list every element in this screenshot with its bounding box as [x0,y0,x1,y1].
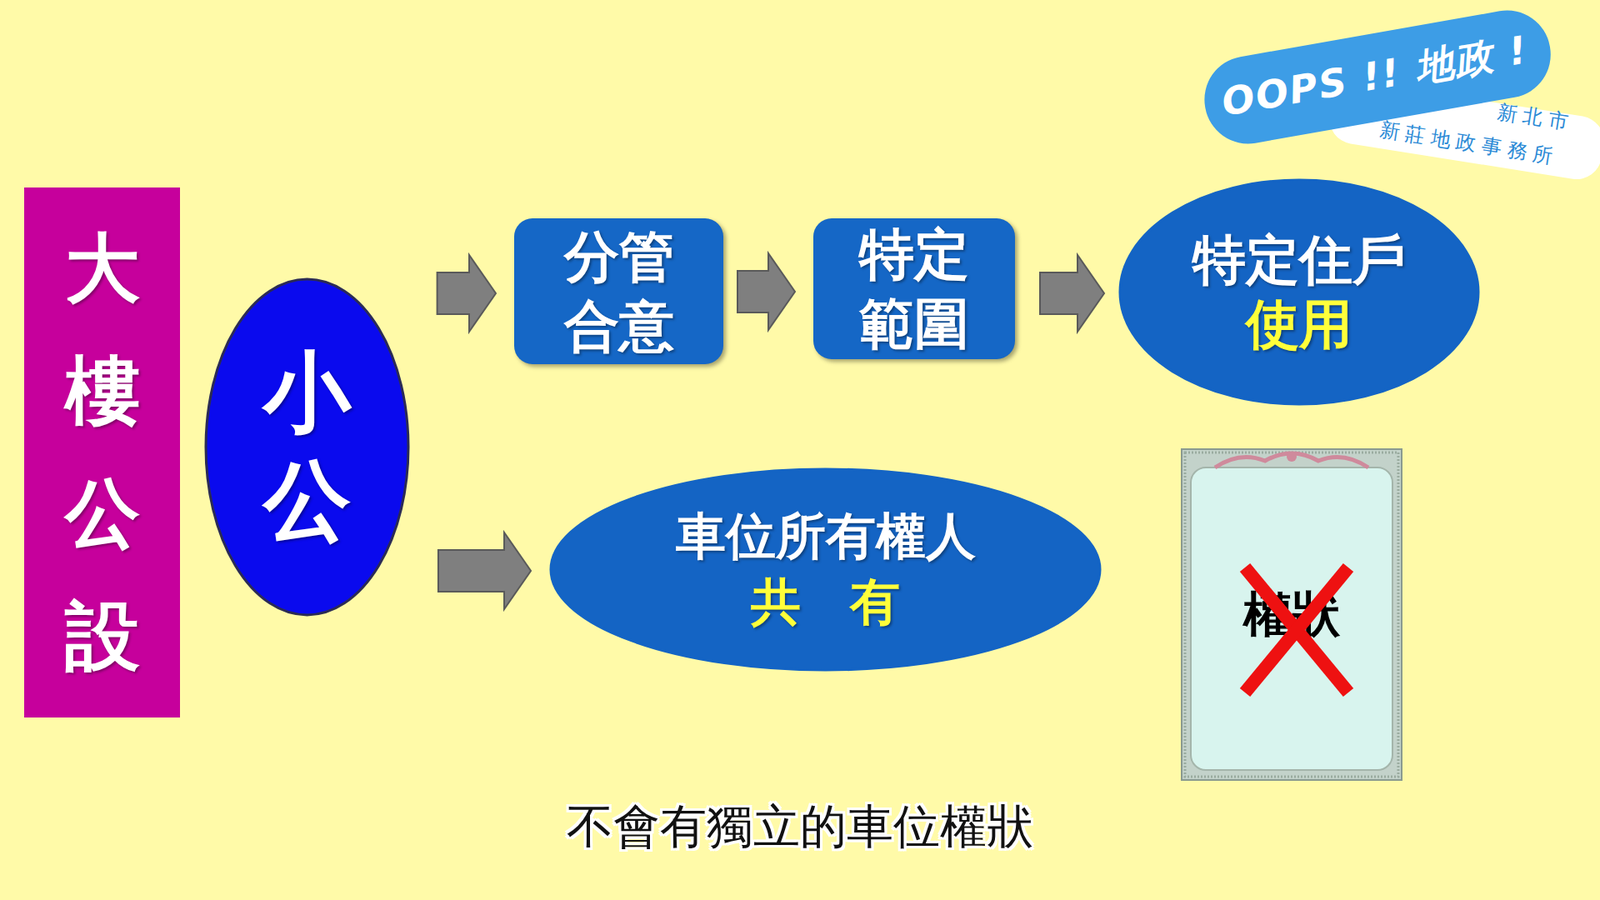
logo-badge [1197,3,1600,183]
ellipse-outline [1118,178,1480,406]
certificate-paper [1190,467,1393,770]
result-ellipse: 特定住戶使用 [1118,178,1480,406]
result-ellipse: 車位所有權人共 有 [549,467,1102,672]
block-arrow [438,532,531,610]
logo-bubble [1197,3,1558,150]
ellipse-outline [549,467,1102,672]
block-arrow [437,255,496,332]
process-box: 特定 範圍 [813,218,1015,360]
ellipse-fill [205,279,409,615]
certificate-border [1181,449,1402,780]
certificate: 權狀 [1181,449,1402,780]
node-text: 小公 [257,339,358,556]
process-box: 分管 合意 [514,218,724,365]
node-text: 分管 合意 [556,222,682,361]
node-text: 大樓公設 [60,207,145,698]
category-ellipse: 小公 [204,277,410,617]
cross-stroke [1245,567,1349,693]
ellipse-outline [204,277,410,617]
certificate-ornament-center [1286,451,1297,462]
block-arrow [1040,255,1105,332]
node-text: 共 有 [575,570,1076,636]
subtitle-caption: 不會有獨立的車位權狀 [0,795,1600,860]
ellipse-fill [1120,180,1479,405]
node-text: 特定 範圍 [851,220,977,359]
node-text: 車位所有權人 [575,504,1076,570]
node-text: 使用 [1132,292,1466,357]
cross-stroke [1245,567,1349,693]
category-band: 大樓公設 [24,187,180,718]
cross-mark [1181,449,1402,780]
certificate-pattern [1185,452,1399,777]
node-text: 特定住戶 [1132,228,1466,293]
block-arrow [737,253,795,330]
ellipse-fill [550,469,1100,670]
